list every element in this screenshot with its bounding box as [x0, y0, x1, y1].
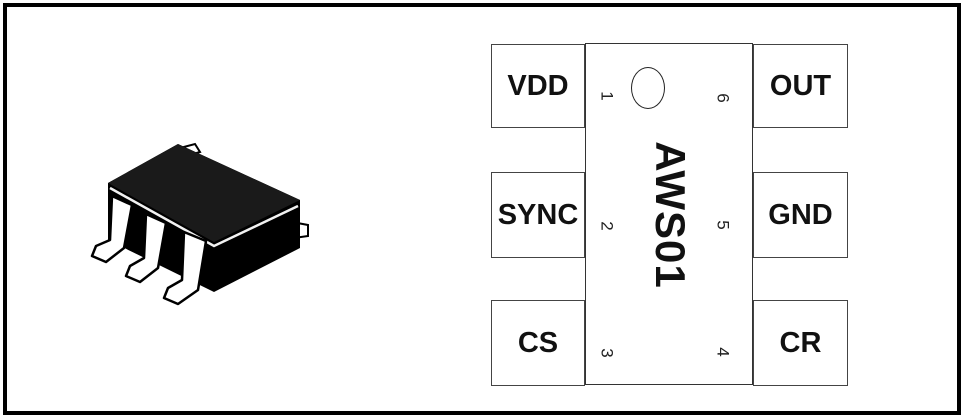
pin-4-label: CR	[779, 326, 822, 359]
pin-2-label: SYNC	[497, 198, 579, 231]
pin-3-number: 3	[597, 348, 617, 358]
pin-6-label: OUT	[769, 69, 832, 102]
pin-3-box: CS	[491, 300, 585, 386]
pin-5-box: GND	[753, 172, 848, 258]
pin-6-number: 6	[713, 93, 733, 103]
pin-6-box: OUT	[753, 44, 848, 128]
part-name: AWS01	[647, 141, 694, 289]
pin-4-box: CR	[753, 300, 848, 386]
pin-3-label: CS	[517, 326, 559, 359]
diagram-frame	[3, 3, 961, 415]
pin-2-number: 2	[597, 221, 617, 231]
pin-5-number: 5	[713, 220, 733, 230]
pin1-marker-dot	[631, 67, 665, 109]
chip-body: 1 2 3 6 5 4 AWS01	[585, 43, 753, 385]
pin-1-label: VDD	[507, 69, 569, 102]
pin-1-number: 1	[597, 91, 617, 101]
pin-2-box: SYNC	[491, 172, 585, 258]
pin-5-label: GND	[768, 198, 833, 231]
pin-1-box: VDD	[491, 44, 585, 128]
pin-4-number: 4	[713, 347, 733, 357]
